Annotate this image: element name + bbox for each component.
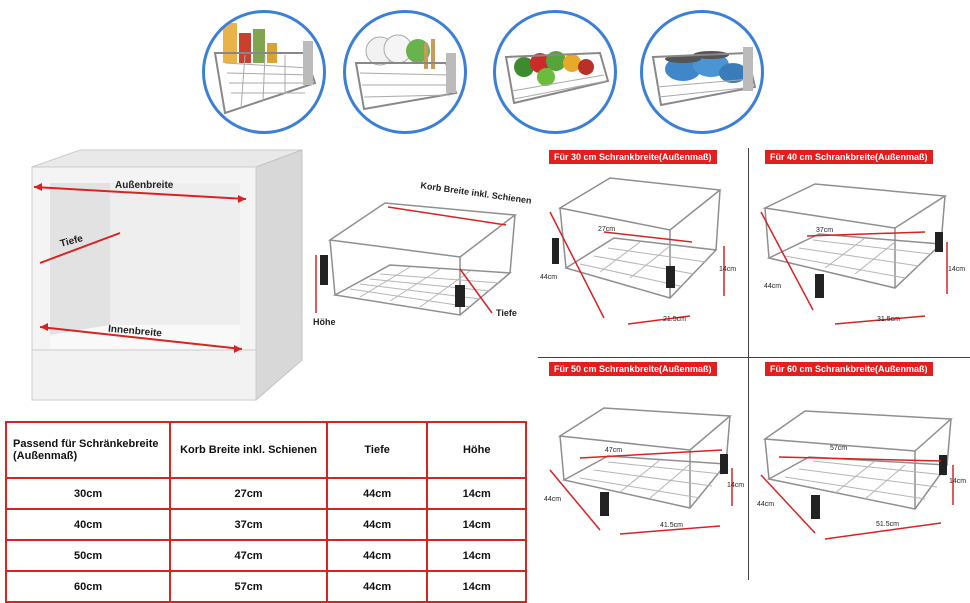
cell-korb-breite: 47cm — [169, 539, 328, 572]
table-row: 30cm 27cm 44cm 14cm — [4, 477, 527, 510]
variant-50-basket-image — [549, 407, 733, 535]
variant-40-width: 37cm — [816, 227, 834, 234]
variant-60-title: Für 60 cm Schrankbreite(Außenmaß) — [765, 362, 933, 376]
variant-30-bottom: 21.5cm — [663, 316, 686, 323]
photo-basket-pots — [640, 10, 764, 134]
header-korb-breite: Korb Breite inkl. Schienen — [169, 421, 328, 479]
basket-bottles-image — [213, 23, 317, 115]
variant-30-title: Für 30 cm Schrankbreite(Außenmaß) — [549, 150, 717, 164]
header-schrankbreite: Passend für Schränkebreite (Außenmaß) — [4, 421, 172, 479]
variant-60-basket-image — [760, 410, 954, 540]
cell-hoehe: 14cm — [426, 539, 527, 572]
variant-40-basket-image — [760, 183, 948, 325]
cell-schrankbreite: 40cm — [4, 508, 172, 541]
cell-schrankbreite: 50cm — [4, 539, 172, 572]
basket-illustration — [315, 202, 517, 316]
horizontal-divider — [538, 357, 970, 358]
cell-hoehe: 14cm — [426, 477, 527, 510]
cabinet-illustration — [31, 149, 303, 402]
cell-hoehe: 14cm — [426, 508, 527, 541]
cell-schrankbreite: 30cm — [4, 477, 172, 510]
variant-60-width: 57cm — [830, 445, 848, 452]
variant-30-basket — [540, 168, 740, 328]
variant-40-depth: 44cm — [764, 283, 782, 290]
variant-40-basket — [755, 178, 955, 328]
cabinet-aussenbreite-label: Außenbreite — [115, 180, 174, 191]
header-tiefe: Tiefe — [325, 421, 429, 479]
cell-korb-breite: 37cm — [169, 508, 328, 541]
variant-50-bottom: 41.5cm — [660, 522, 683, 529]
variant-60-height: 14cm — [949, 478, 967, 485]
cell-tiefe: 44cm — [325, 477, 429, 510]
variant-30-width: 27cm — [598, 226, 616, 233]
table-row: 60cm 57cm 44cm 14cm — [4, 570, 527, 603]
variant-40-height: 14cm — [948, 266, 966, 273]
variant-30-height: 14cm — [719, 266, 737, 273]
variant-40-title: Für 40 cm Schrankbreite(Außenmaß) — [765, 150, 933, 164]
cell-tiefe: 44cm — [325, 570, 429, 603]
cabinet-diagram — [20, 145, 310, 405]
cell-korb-breite: 57cm — [169, 570, 328, 603]
cell-tiefe: 44cm — [325, 508, 429, 541]
variant-50-height: 14cm — [727, 482, 745, 489]
variant-30-basket-image — [549, 177, 725, 325]
cell-korb-breite: 27cm — [169, 477, 328, 510]
photo-basket-vegetables — [493, 10, 617, 134]
cell-tiefe: 44cm — [325, 539, 429, 572]
variant-40-bottom: 31.5cm — [877, 316, 900, 323]
cell-schrankbreite: 60cm — [4, 570, 172, 603]
photo-basket-bottles — [202, 10, 326, 134]
spec-table: Passend für Schränkebreite (Außenmaß) Ko… — [4, 421, 527, 603]
table-row: 50cm 47cm 44cm 14cm — [4, 539, 527, 572]
basket-dishes-image — [354, 34, 458, 111]
table-row: 40cm 37cm 44cm 14cm — [4, 508, 527, 541]
variant-60-depth: 44cm — [757, 501, 775, 508]
variant-50-depth: 44cm — [544, 496, 562, 503]
basket-tiefe-label: Tiefe — [496, 308, 517, 318]
variant-50-basket — [540, 400, 740, 550]
cell-hoehe: 14cm — [426, 570, 527, 603]
variant-60-basket — [755, 405, 960, 555]
basket-dimension-diagram — [310, 185, 535, 335]
basket-hoehe-label: Höhe — [313, 317, 336, 327]
basket-vegetables-image — [504, 51, 610, 105]
photo-basket-dishes — [343, 10, 467, 134]
variant-50-width: 47cm — [605, 447, 623, 454]
vertical-divider — [748, 148, 749, 580]
header-hoehe: Höhe — [426, 421, 527, 479]
variant-60-bottom: 51.5cm — [876, 521, 899, 528]
variant-50-title: Für 50 cm Schrankbreite(Außenmaß) — [549, 362, 717, 376]
table-header-row: Passend für Schränkebreite (Außenmaß) Ko… — [4, 421, 527, 479]
basket-pots-image — [651, 47, 757, 107]
variant-30-depth: 44cm — [540, 274, 558, 281]
